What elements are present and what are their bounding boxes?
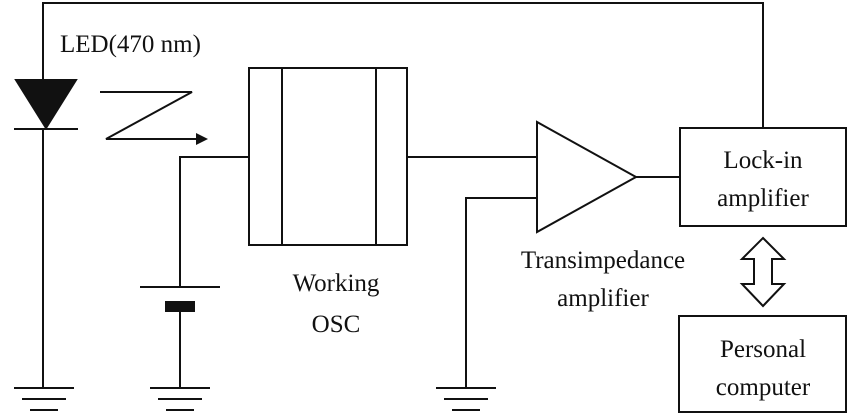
light-emission-arrow-icon	[100, 91, 208, 145]
battery-icon	[140, 286, 220, 312]
lock-in-label-line1: Lock-in	[723, 147, 803, 174]
lock-in-label-line2: amplifier	[717, 185, 809, 212]
transimpedance-amplifier-icon	[536, 120, 639, 234]
led-label: LED(470 nm)	[60, 31, 201, 58]
amplifier-reference-wire	[465, 197, 537, 388]
personal-computer-label-line2: computer	[716, 374, 811, 401]
led-diode-icon	[14, 79, 78, 130]
transimpedance-label-line1: Transimpedance	[521, 247, 685, 274]
personal-computer-box	[678, 315, 847, 413]
battery-ground-icon	[150, 387, 210, 411]
led-ground-icon	[14, 387, 74, 411]
feedback-wire	[42, 2, 764, 128]
bias-wire	[179, 156, 249, 287]
working-osc-label-line1: Working	[293, 270, 380, 297]
working-osc-label-line2: OSC	[312, 311, 361, 338]
lock-in-amplifier-box	[679, 127, 847, 227]
transimpedance-label-line2: amplifier	[557, 285, 649, 312]
bidirectional-arrow-icon	[739, 236, 787, 308]
personal-computer-label-line1: Personal	[720, 336, 806, 363]
working-osc-cell	[248, 67, 408, 246]
amplifier-ground-icon	[436, 387, 496, 411]
